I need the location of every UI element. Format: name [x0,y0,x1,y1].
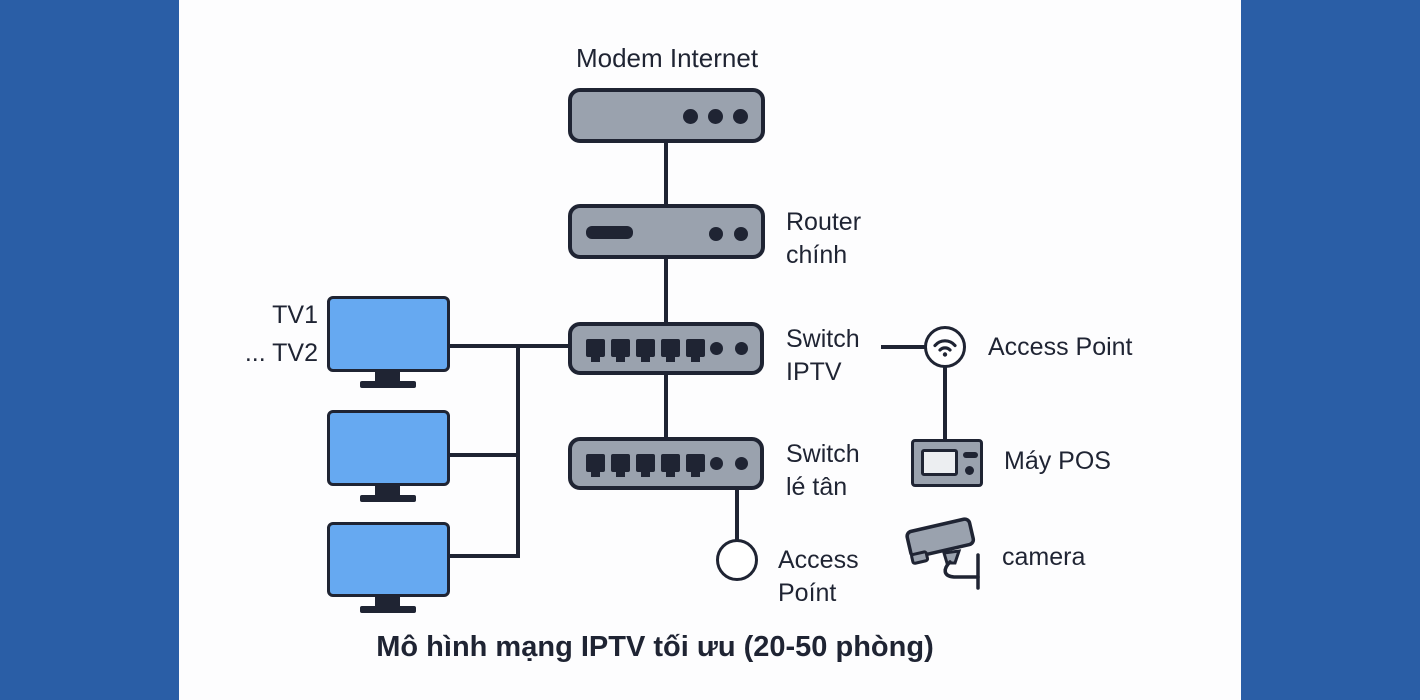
tv3-stand-base [360,606,416,613]
router-led-dot [709,227,723,241]
wifi-access-point-icon [924,326,966,368]
tv-label: TV1 ... TV2 [180,296,318,372]
link-switch-iptv-switch-reception [664,373,668,440]
router-label: Router chính [786,206,861,272]
diagram-caption: Mô hình mạng IPTV tối ưu (20-50 phòng) [376,631,934,663]
pos-dot [965,466,974,475]
pos-dash [963,452,978,458]
tv1-stand-neck [375,370,400,382]
left-blue-panel [0,0,179,700]
ethernet-port-icon [586,339,605,362]
pos-label: Máy POS [1004,447,1111,475]
modem-label: Modem Internet [575,43,759,73]
ethernet-port-icon [686,454,705,477]
router-led-dot [734,227,748,241]
bottom-access-point-label-line2: Poínt [778,579,837,607]
ethernet-port-icon [636,339,655,362]
switch-iptv-led-dot [710,342,723,355]
tv-label-line1: TV1 [272,301,318,329]
ethernet-port-icon [686,339,705,362]
link-tv3-bus [450,554,518,558]
modem-led-dot [708,109,723,124]
bottom-access-point-icon [716,539,758,581]
tv1-icon [327,296,450,372]
switch-reception-ports [586,454,705,477]
link-tv2-bus [450,453,518,457]
tv1-stand-base [360,381,416,388]
router-slot-bar [586,226,633,239]
modem-icon [568,88,765,143]
camera-label: camera [1002,543,1086,571]
modem-led-dot [733,109,748,124]
bottom-access-point-label-line1: Access [778,546,859,574]
switch-iptv-label: Switch IPTV [786,323,860,389]
ethernet-port-icon [586,454,605,477]
right-blue-panel [1241,0,1420,700]
tv2-stand-neck [375,484,400,496]
link-wifi-ap-pos [943,366,947,441]
link-modem-router [664,142,668,209]
switch-iptv-label-line1: Switch [786,325,860,353]
wifi-access-point-label: Access Point [988,333,1133,361]
pos-screen [921,449,958,476]
switch-reception-led-dot [710,457,723,470]
switch-reception-led-dot [735,457,748,470]
wifi-icon [933,339,957,357]
link-router-switch-iptv [664,257,668,325]
bottom-access-point-label: Access Poínt [778,544,859,610]
link-switch-reception-access-point [735,488,739,541]
link-tv-bus [516,344,520,558]
tv2-stand-base [360,495,416,502]
tv3-stand-neck [375,595,400,607]
router-label-line2: chính [786,241,848,269]
switch-reception-label: Switch lé tân [786,438,860,504]
ethernet-port-icon [611,339,630,362]
link-tv1-switch [450,344,570,348]
switch-iptv-led-dot [735,342,748,355]
ethernet-port-icon [661,339,680,362]
tv2-icon [327,410,450,486]
ethernet-port-icon [611,454,630,477]
switch-reception-label-line2: lé tân [786,473,848,501]
tv-label-line2: ... TV2 [244,339,318,367]
switch-reception-label-line1: Switch [786,440,860,468]
ethernet-port-icon [636,454,655,477]
link-switch-wifi-ap [881,345,926,349]
tv3-icon [327,522,450,597]
switch-iptv-label-line2: IPTV [786,358,842,386]
cctv-camera-icon [905,517,980,590]
switch-iptv-ports [586,339,705,362]
ethernet-port-icon [661,454,680,477]
modem-led-dot [683,109,698,124]
router-label-line1: Router [786,208,862,236]
